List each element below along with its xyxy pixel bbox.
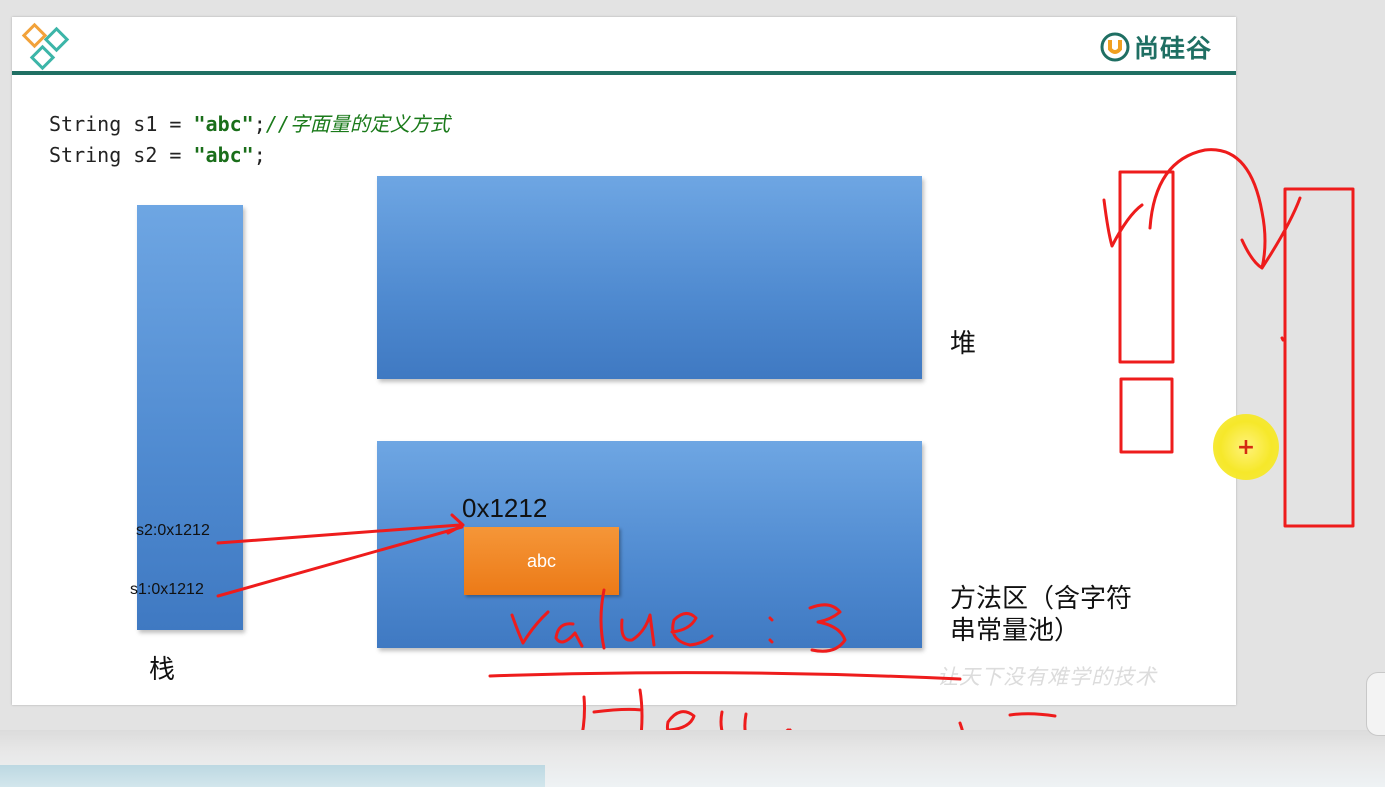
watermark: 让天下没有难学的技术: [937, 665, 1157, 689]
drawn-dot: [1280, 336, 1285, 342]
side-scroll-handle[interactable]: [1366, 672, 1385, 736]
heap-label: 堆: [950, 329, 977, 359]
header-divider: [12, 71, 1236, 75]
pool-address-label: 0x1212: [462, 493, 548, 523]
stack-box: [137, 205, 243, 630]
stack-ref-s1: s1:0x1212: [130, 581, 204, 598]
code-text: ;: [253, 112, 266, 136]
brand-u-icon: [1100, 32, 1130, 62]
brand-name: 尚硅谷: [1133, 34, 1212, 63]
cursor-cross: +: [1236, 434, 1256, 460]
code-text: ;: [253, 143, 266, 167]
method-area-label: 方法区（含字符 串常量池）: [950, 583, 1132, 647]
code-string-literal: "abc": [193, 112, 254, 136]
code-text: String s2 =: [49, 143, 194, 167]
drawn-box-3: [1283, 187, 1355, 528]
code-string-literal: "abc": [193, 143, 254, 167]
code-line-2: String s2 = "abc";: [49, 140, 450, 171]
diamond-logo-icon: [21, 22, 70, 71]
method-area-label-line1: 方法区（含字符: [950, 584, 1133, 614]
stack-ref-s2: s2:0x1212: [136, 522, 210, 539]
code-snippet: String s1 = "abc";//字面量的定义方式 String s2 =…: [49, 109, 450, 171]
code-text: String s1 =: [49, 112, 194, 136]
code-comment: //字面量的定义方式: [265, 112, 450, 136]
bottom-progress-band: [0, 765, 545, 787]
pool-string-box: abc: [464, 527, 619, 595]
brand-logo: 尚硅谷: [1100, 29, 1212, 65]
stack-label: 栈: [149, 655, 176, 685]
heap-box: [377, 176, 922, 379]
method-area-box: [377, 441, 922, 648]
method-area-label-line2: 串常量池）: [950, 616, 1081, 646]
code-line-1: String s1 = "abc";//字面量的定义方式: [49, 109, 450, 140]
slide: 尚硅谷 String s1 = "abc";//字面量的定义方式 String …: [12, 17, 1236, 705]
pointer-highlight-icon: +: [1213, 414, 1279, 480]
